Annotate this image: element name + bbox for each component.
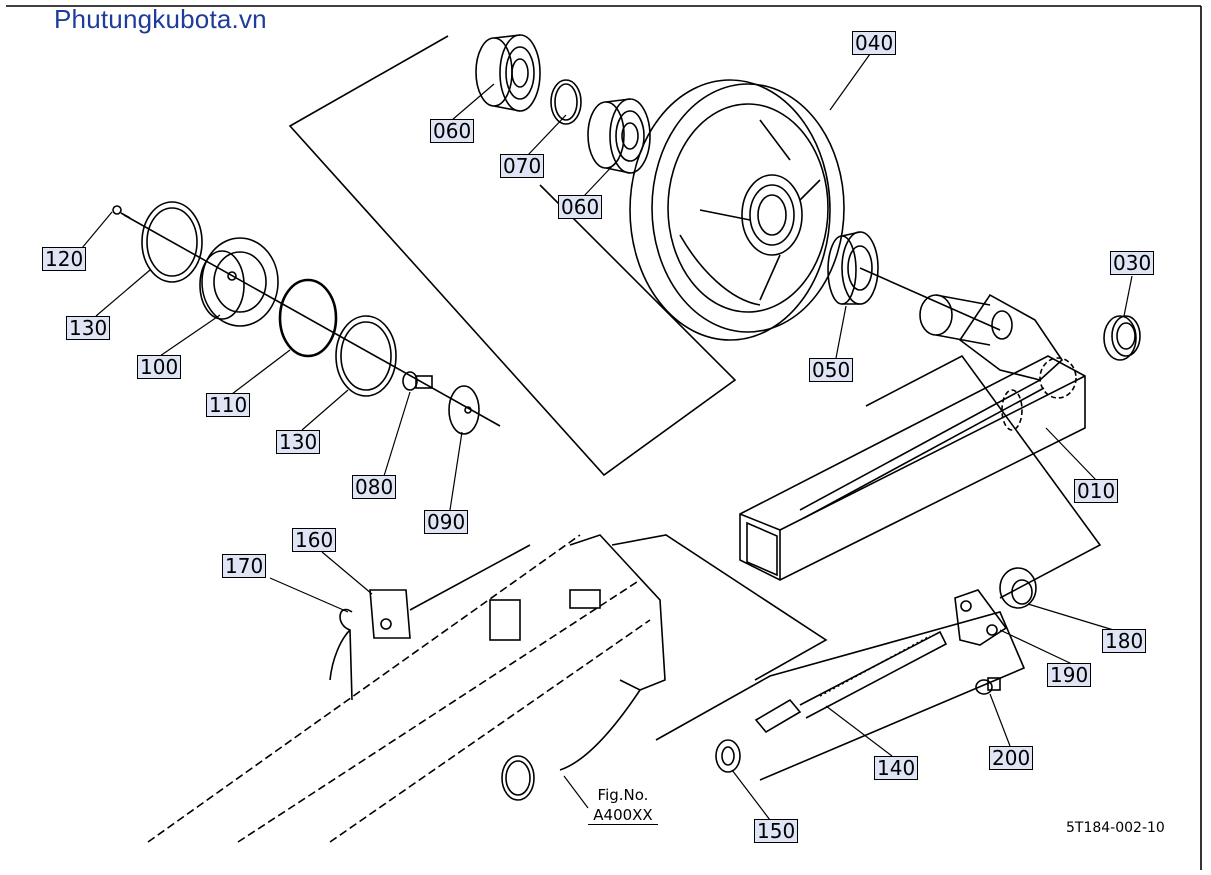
seal-030 — [1103, 315, 1141, 361]
idler-bracket — [919, 293, 1064, 381]
drawing-code: 5T184-002-10 — [1066, 820, 1165, 836]
part-label-080[interactable]: 080 — [352, 475, 397, 499]
centerline-left — [123, 214, 501, 427]
part-label-140[interactable]: 140 — [874, 756, 919, 780]
part-label-050[interactable]: 050 — [809, 358, 854, 382]
washer-150 — [715, 739, 741, 773]
seal-050 — [827, 231, 879, 305]
part-label-060-lower[interactable]: 060 — [558, 195, 603, 219]
fig-ref-title: Fig.No. — [597, 786, 649, 804]
hub-100 — [199, 237, 279, 327]
centerline-rod-plane — [865, 354, 1102, 599]
part-label-150[interactable]: 150 — [754, 819, 799, 843]
part-label-130-right[interactable]: 130 — [276, 430, 321, 454]
ring-070 — [550, 79, 582, 125]
nut-180 — [999, 567, 1037, 609]
part-label-090[interactable]: 090 — [424, 510, 469, 534]
leader-lines — [81, 53, 1133, 821]
bearing-060-top — [475, 34, 541, 112]
fig-ref-number[interactable]: A400XX — [588, 806, 658, 825]
snap-ring-130-left — [141, 201, 203, 283]
part-label-030[interactable]: 030 — [1110, 251, 1155, 275]
plate-190 — [954, 589, 1008, 646]
part-label-200[interactable]: 200 — [989, 746, 1034, 770]
part-label-110[interactable]: 110 — [206, 393, 251, 417]
assembly-plane-upper — [288, 35, 737, 477]
idler-wheel-040 — [629, 79, 845, 341]
plate-160 — [369, 589, 411, 639]
plane-lower-mid — [611, 534, 828, 681]
cotter-pin-170 — [329, 608, 353, 701]
part-label-100[interactable]: 100 — [137, 355, 182, 379]
snap-ring-130-right — [335, 315, 397, 397]
part-label-070[interactable]: 070 — [500, 154, 545, 178]
grease-fitting-080 — [402, 371, 433, 391]
part-label-190[interactable]: 190 — [1047, 663, 1092, 687]
part-label-180[interactable]: 180 — [1102, 629, 1147, 653]
part-label-160[interactable]: 160 — [292, 528, 337, 552]
leader-plate-to-frame — [409, 544, 531, 611]
frame-member — [147, 534, 666, 843]
plane-lower-right — [655, 611, 1026, 781]
centerline-wheel — [859, 267, 1001, 331]
part-label-010[interactable]: 010 — [1074, 479, 1119, 503]
part-label-170[interactable]: 170 — [222, 554, 267, 578]
tension-rod-010 — [739, 355, 1086, 581]
washer-090 — [448, 385, 480, 435]
part-label-060-top[interactable]: 060 — [430, 119, 475, 143]
part-label-130-left[interactable]: 130 — [66, 316, 111, 340]
o-ring-110 — [278, 278, 338, 358]
bearing-060-lower — [587, 98, 651, 174]
adjuster-bolt-140 — [754, 630, 948, 734]
watermark: Phutungkubota.vn — [54, 4, 267, 34]
part-label-040[interactable]: 040 — [852, 31, 897, 55]
part-label-120[interactable]: 120 — [42, 247, 87, 271]
